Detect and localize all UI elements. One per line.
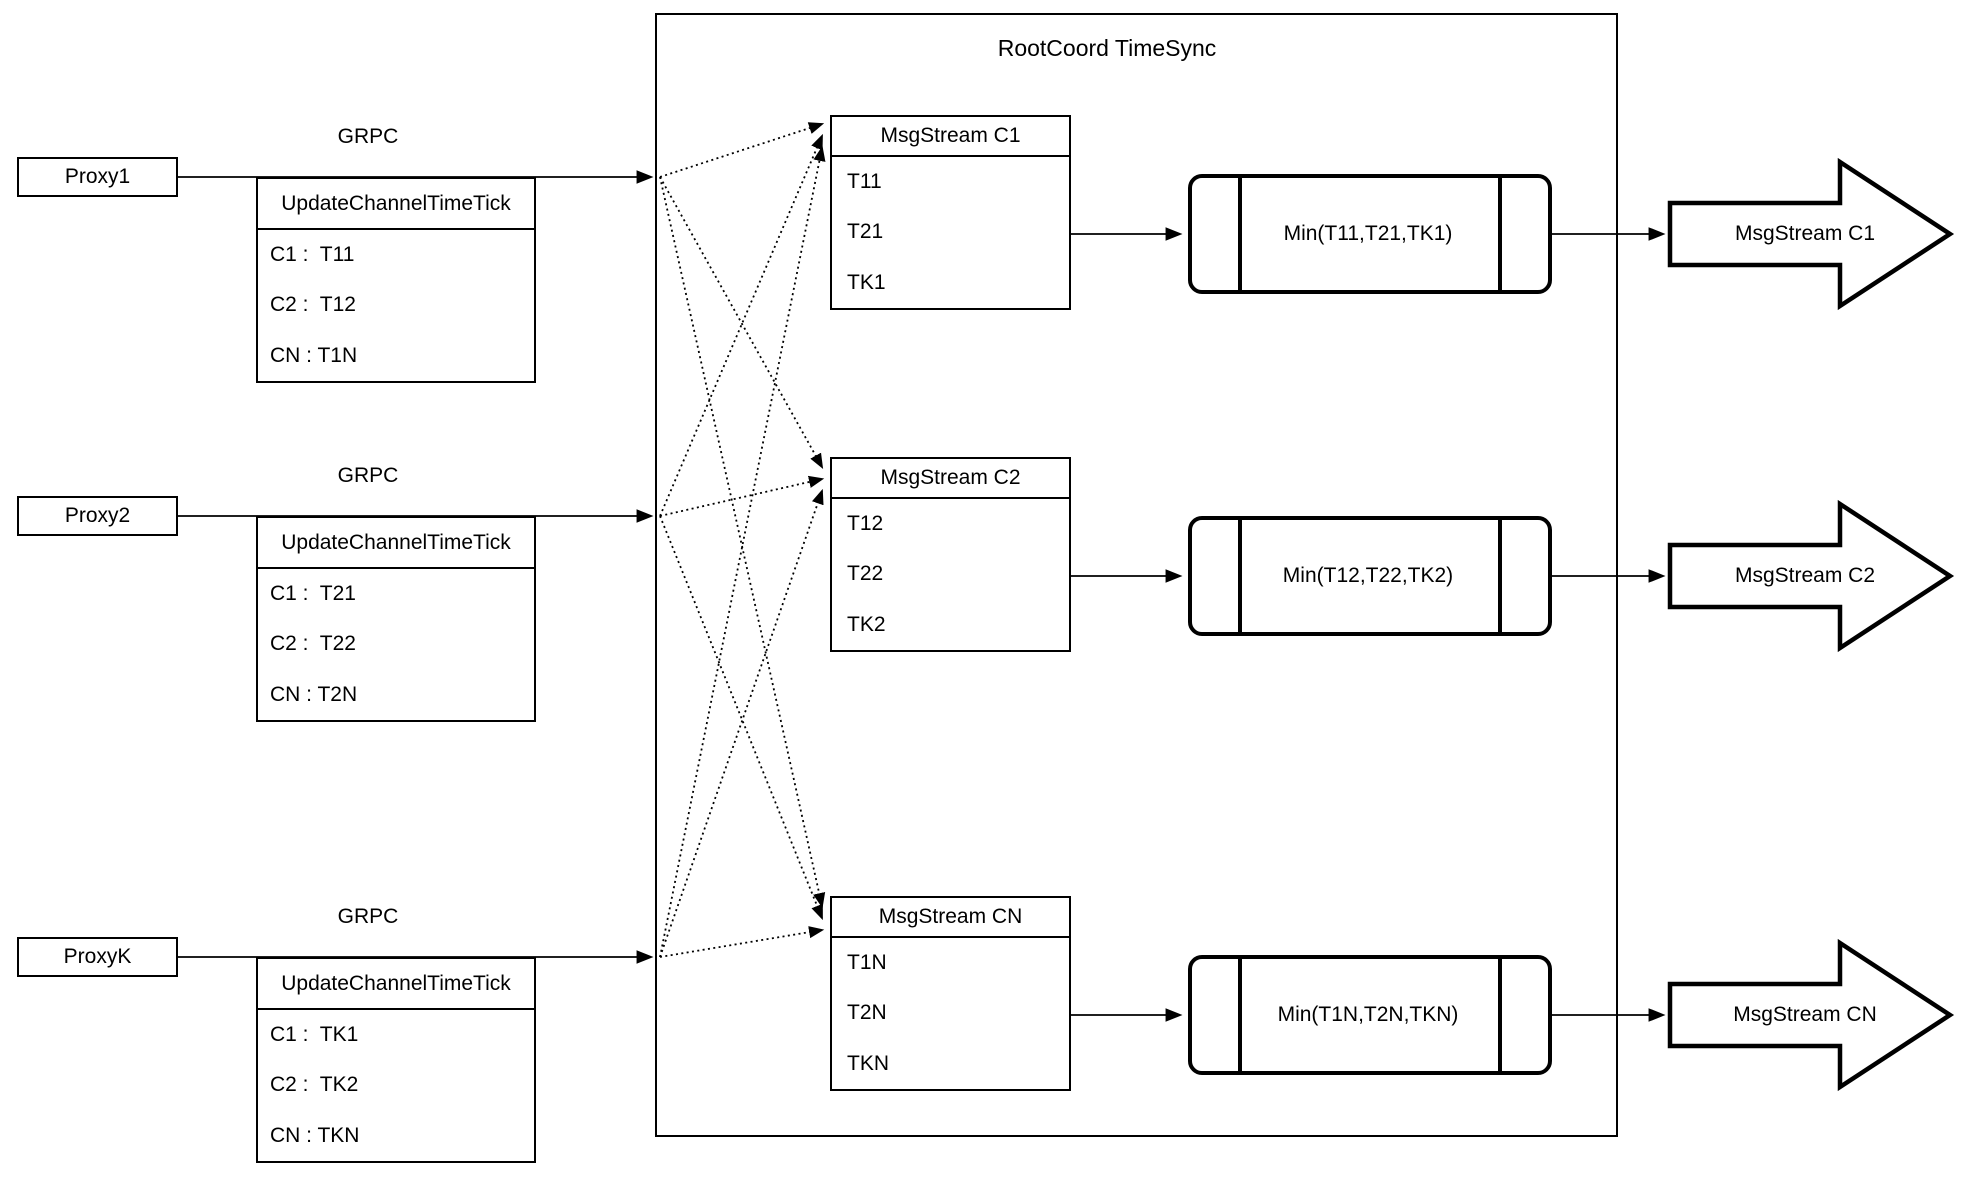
timetick-table-body-3: C1 : TK1 C2 : TK2 CN : TKN	[258, 1010, 534, 1161]
min-box-right-divider	[1498, 959, 1502, 1071]
fan-arrow-p2-c2	[659, 475, 825, 517]
timetick-row: C2 : TK2	[270, 1073, 359, 1097]
tick-row: TK1	[847, 270, 886, 294]
msgstream-table-cn: MsgStream CN T1N T2N TKN	[830, 896, 1071, 1091]
min-box-right-divider	[1498, 178, 1502, 290]
tick-row: T1N	[847, 951, 887, 975]
min-box-left-divider	[1238, 178, 1242, 290]
output-arrow-shape-c1	[1667, 157, 1955, 311]
msgstream-body-c1: T11 T21 TK1	[832, 157, 1069, 308]
timetick-table-title-2: UpdateChannelTimeTick	[258, 518, 534, 569]
msgstream-table-c2: MsgStream C2 T12 T22 TK2	[830, 457, 1071, 652]
fan-arrow-p2-c1	[659, 133, 823, 517]
timetick-row: CN : TKN	[270, 1123, 360, 1147]
output-arrow-shape-c2	[1667, 499, 1955, 653]
timetick-table-3: UpdateChannelTimeTick C1 : TK1 C2 : TK2 …	[256, 957, 536, 1163]
timetick-table-1: UpdateChannelTimeTick C1 : T11 C2 : T12 …	[256, 177, 536, 383]
min-box-right-divider	[1498, 520, 1502, 632]
fan-arrow-p1-c2	[659, 176, 824, 470]
timetick-row: C1 : TK1	[270, 1023, 359, 1047]
min-label-c1: Min(T11,T21,TK1)	[1283, 222, 1453, 245]
min-label-c2: Min(T12,T22,TK2)	[1282, 564, 1454, 587]
min-box-left-divider	[1238, 520, 1242, 632]
output-arrow-shapes	[1667, 157, 1955, 1092]
tick-row: TK2	[847, 612, 886, 636]
output-arrow-label-c1: MsgStream C1	[1734, 222, 1876, 245]
msgstream-table-c1: MsgStream C1 T11 T21 TK1	[830, 115, 1071, 310]
timetick-table-body-2: C1 : T21 C2 : T22 CN : T2N	[258, 569, 534, 720]
fan-arrow-pk-cn	[659, 926, 825, 958]
min-box-left-divider	[1238, 959, 1242, 1071]
proxy-label-2: Proxy2	[64, 504, 131, 527]
proxy-box-2: Proxy2	[17, 496, 178, 536]
min-box-c1: Min(T11,T21,TK1)	[1188, 174, 1552, 294]
fan-arrow-pk-c1	[659, 145, 826, 958]
output-arrow-label-cn: MsgStream CN	[1733, 1003, 1877, 1026]
output-arrow-shape-cn	[1667, 938, 1955, 1092]
tick-row: T21	[847, 220, 884, 244]
timetick-fan-arrows	[659, 122, 826, 958]
output-arrow-label-c2: MsgStream C2	[1734, 564, 1876, 587]
rootcoord-title: RootCoord TimeSync	[997, 35, 1217, 61]
msgstream-body-cn: T1N T2N TKN	[832, 938, 1069, 1089]
timetick-table-title-1: UpdateChannelTimeTick	[258, 179, 534, 230]
rootcoord-container	[655, 13, 1618, 1137]
timetick-row: C2 : T12	[270, 293, 356, 317]
proxy-box-k: ProxyK	[17, 937, 178, 977]
proxy-box-1: Proxy1	[17, 157, 178, 197]
timetick-row: C2 : T22	[270, 632, 356, 656]
tick-row: TKN	[847, 1051, 889, 1075]
proxy-label-k: ProxyK	[63, 945, 132, 968]
msgstream-header-cn: MsgStream CN	[832, 898, 1069, 938]
fan-arrow-p1-cn	[659, 176, 826, 909]
min-label-cn: Min(T1N,T2N,TKN)	[1277, 1003, 1459, 1026]
timetick-table-title-3: UpdateChannelTimeTick	[258, 959, 534, 1010]
msgstream-header-c1: MsgStream C1	[832, 117, 1069, 157]
fan-arrow-p2-cn	[659, 515, 823, 921]
grpc-label-3: GRPC	[337, 905, 399, 928]
timetick-row: CN : T2N	[270, 682, 358, 706]
tick-row: T2N	[847, 1001, 887, 1025]
grpc-label-1: GRPC	[337, 125, 399, 148]
msgstream-header-c2: MsgStream C2	[832, 459, 1069, 499]
min-box-cn: Min(T1N,T2N,TKN)	[1188, 955, 1552, 1075]
timetick-row: C1 : T11	[270, 243, 355, 267]
timetick-row: C1 : T21	[270, 582, 356, 606]
timetick-table-body-1: C1 : T11 C2 : T12 CN : T1N	[258, 230, 534, 381]
grpc-label-2: GRPC	[337, 464, 399, 487]
fan-arrow-p1-c1	[659, 122, 825, 178]
fan-arrow-pk-c2	[659, 488, 824, 958]
stream-to-min-arrows	[1071, 227, 1183, 1022]
timetick-row: CN : T1N	[270, 343, 358, 367]
timetick-table-2: UpdateChannelTimeTick C1 : T21 C2 : T22 …	[256, 516, 536, 722]
msgstream-body-c2: T12 T22 TK2	[832, 499, 1069, 650]
tick-row: T12	[847, 512, 884, 536]
min-to-output-arrows	[1552, 227, 1666, 1022]
proxy-label-1: Proxy1	[64, 165, 131, 188]
min-box-c2: Min(T12,T22,TK2)	[1188, 516, 1552, 636]
tick-row: T11	[847, 170, 882, 194]
tick-row: T22	[847, 562, 884, 586]
